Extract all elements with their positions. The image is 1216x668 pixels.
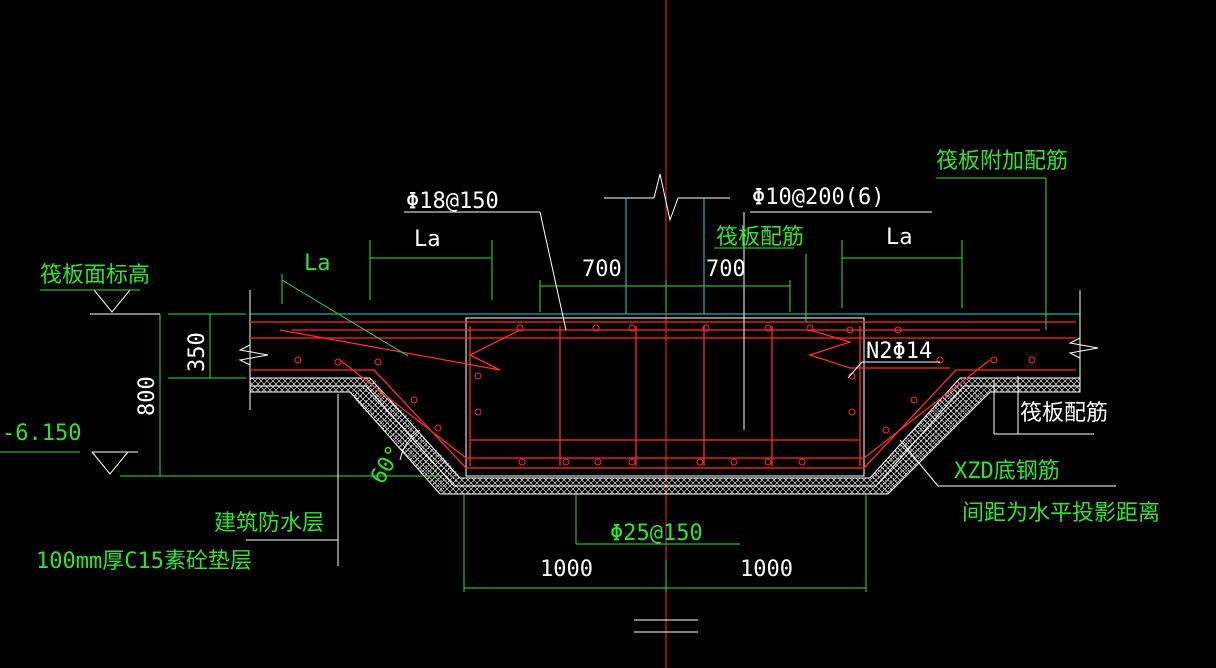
- label-slab-rebar-top: 筏板配筋: [716, 225, 804, 250]
- dim-1000-left: 1000: [540, 557, 593, 582]
- cushion-layer: [249, 377, 1081, 495]
- dim-la-mid: La: [414, 227, 441, 252]
- dim-350: 350: [185, 332, 210, 372]
- dim-la-right: La: [886, 225, 913, 250]
- rebar: [250, 321, 1076, 469]
- label-stirrup: Φ10@200(6): [752, 185, 884, 210]
- dim-1000-right: 1000: [740, 557, 793, 582]
- label-n2-bar: N2Φ14: [866, 339, 932, 364]
- dim-700-left: 700: [582, 257, 622, 282]
- label-slab-top-elevation: 筏板面标高: [40, 263, 150, 288]
- dim-700-right: 700: [706, 257, 746, 282]
- dimension-lines: [120, 240, 963, 633]
- label-xzd-bar: XZD底钢筋: [954, 459, 1060, 484]
- label-elevation-value: -6.150: [2, 421, 81, 446]
- dim-800: 800: [135, 376, 160, 416]
- label-cushion: 100mm厚C15素砼垫层: [36, 549, 252, 574]
- column-stub: [604, 173, 745, 430]
- label-top-bar: Φ18@150: [406, 189, 499, 214]
- raft-slab-outline: [238, 290, 1099, 477]
- label-spacing-note: 间距为水平投影距离: [962, 501, 1160, 526]
- text-labels: 筏板面标高 -6.150 建筑防水层 100mm厚C15素砼垫层 Φ18@150…: [2, 149, 1160, 582]
- rebar-dots: [294, 324, 1036, 466]
- label-bottom-bar: Φ25@150: [610, 521, 703, 546]
- elevation-markers: [0, 289, 160, 475]
- label-slab-rebar-right: 筏板配筋: [1020, 401, 1108, 426]
- label-waterproof: 建筑防水层: [214, 511, 324, 536]
- leader-lines: [246, 177, 1116, 566]
- label-extra-bar: 筏板附加配筋: [936, 149, 1068, 174]
- dim-la-left: La: [304, 251, 331, 276]
